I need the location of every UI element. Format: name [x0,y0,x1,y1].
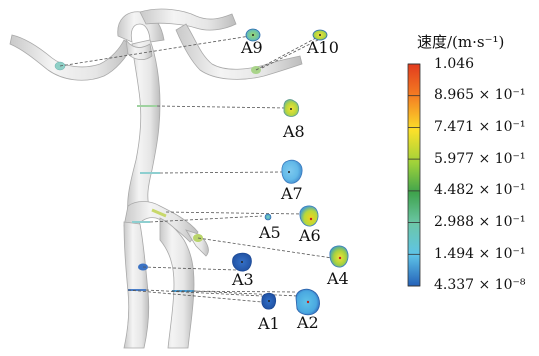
section-a2 [296,289,320,315]
legend-tick-2: 7.471 × 10⁻¹ [434,119,526,135]
label-a3: A3 [232,272,254,288]
label-a5: A5 [259,225,281,241]
section-a8 [284,100,299,117]
section-a5 [265,214,271,220]
vessel-model [10,9,302,348]
label-a7: A7 [281,186,303,202]
legend-tick-4: 4.482 × 10⁻¹ [434,182,526,198]
legend-tick-3: 5.977 × 10⁻¹ [434,151,526,167]
label-a10: A10 [307,40,339,56]
color-bar [408,64,420,286]
legend-tick-7: 4.337 × 10⁻⁸ [434,277,526,293]
label-a8: A8 [283,124,305,140]
label-a1: A1 [258,316,280,332]
section-a1 [262,293,276,309]
legend-tick-6: 1.494 × 10⁻¹ [434,246,526,262]
label-a9: A9 [241,40,263,56]
label-a6: A6 [299,228,321,244]
legend-title: 速度/(m·s⁻¹) [417,31,504,52]
legend-tick-1: 8.965 × 10⁻¹ [434,87,526,103]
section-a3 [233,253,252,271]
section-a4 [330,246,348,267]
label-a4: A4 [327,271,349,287]
legend-tick-0: 1.046 [434,56,474,72]
label-a2: A2 [297,315,319,331]
section-a6 [300,206,318,226]
section-a7 [282,160,302,183]
legend-tick-5: 2.988 × 10⁻¹ [434,214,526,230]
